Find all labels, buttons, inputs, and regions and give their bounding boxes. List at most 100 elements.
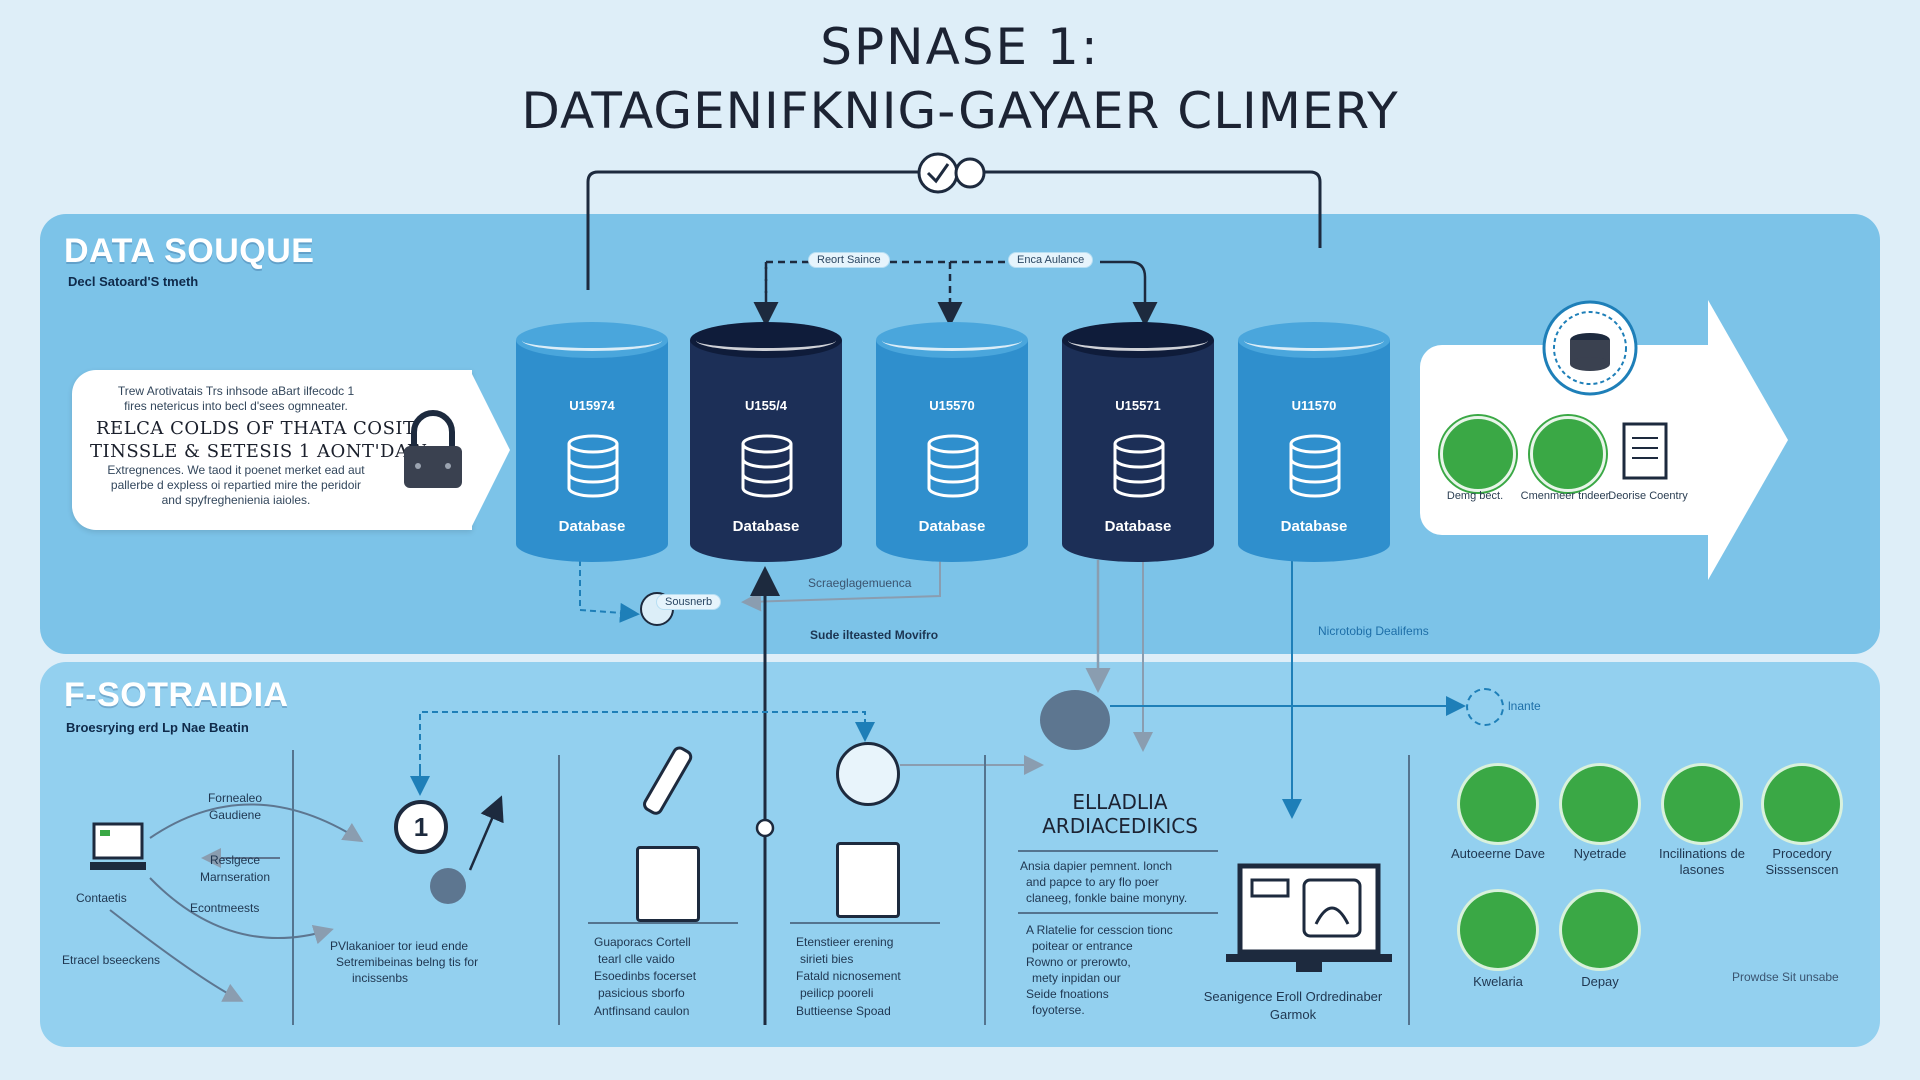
- link-target-label: lnante: [1508, 699, 1541, 713]
- col2-note-1: Guaporacs Cortell: [594, 935, 691, 949]
- flow-label-2: Reslgece Marnseration: [199, 853, 271, 884]
- output-bar-chart-icon: [1562, 766, 1638, 842]
- info-line1: Trew Arotivatais Trs inhsode aBart ilfec…: [117, 384, 355, 398]
- analytics-note-a1: Ansia dapier pemnent. lonch: [1020, 859, 1173, 873]
- analytics-title-2: ARDIACEDIKICS: [1042, 814, 1198, 838]
- col3-rule: [790, 922, 940, 924]
- output-label-4: Procedory Sisssenscen: [1765, 846, 1839, 877]
- computer-icon: [90, 822, 146, 870]
- database-id: U15571: [1115, 398, 1161, 413]
- flow-note-1: PVlakanioer tor ieud ende: [330, 939, 469, 953]
- analytics-note-b1: A Rlatelie for cesscion tionc: [1026, 923, 1173, 937]
- output-label-3: Incilinations de lasones: [1659, 846, 1745, 877]
- database-stack-icon: [1113, 434, 1165, 498]
- database-label: Database: [918, 518, 986, 535]
- database-id: U11570: [1291, 398, 1337, 413]
- database-stack-icon: [741, 434, 793, 498]
- output-keyboard-icon: [1460, 892, 1536, 968]
- monitor-icon: [1226, 863, 1392, 972]
- satellite-icon: [1040, 690, 1110, 750]
- analytics-title-1: ELLADLIA: [1072, 790, 1168, 814]
- output-grid-doc-icon: [1764, 766, 1840, 842]
- database-label: Database: [558, 518, 626, 535]
- target-panel-arrow: [1708, 300, 1788, 580]
- analytics-note-b4: mety inpidan our: [1032, 971, 1121, 985]
- col3-note-2: sirieti bies: [800, 952, 854, 966]
- col3-note-4: peilicp pooreli: [800, 986, 874, 1000]
- flow-label-1: Fornealeo Gaudiene: [207, 791, 263, 822]
- info-card-arrow: [470, 370, 510, 530]
- target-label-3: Deorise Coentry: [1608, 490, 1688, 502]
- info-line2: fires netericus into becl d'sees ogmneat…: [124, 399, 348, 413]
- connector-caption: Sude ilteasted Movifro: [810, 628, 939, 642]
- padlock-icon: [404, 410, 462, 488]
- right-caption: Nicrotobig Dealifems: [1318, 624, 1429, 638]
- analytics-note-b3: Rowno or prerowto,: [1026, 955, 1131, 969]
- flow-label-5: Etracel bseeckens: [62, 953, 161, 967]
- data-source-subtitle: Decl Satoard'S tmeth: [68, 274, 199, 289]
- database-id: U155/4: [745, 398, 787, 413]
- output-label-6: Depay: [1581, 974, 1619, 989]
- database-stack-icon: [927, 434, 979, 498]
- info-line4: pallerbe d expless oi repartied mire the…: [110, 478, 362, 492]
- page-title-line2: DATAGENIFKNIG-GAYAER CLIMERY: [521, 82, 1399, 140]
- info-heading1: RELCA COLDS OF THATA COSIT: [96, 418, 416, 439]
- target-label-1: Demg bect.: [1446, 490, 1504, 502]
- page-title-line1: SPNASE 1:: [820, 18, 1100, 76]
- flow-note-3: incissenbs: [352, 971, 409, 985]
- info-line3: Extregnences. We taod it poenet merket e…: [107, 463, 365, 477]
- col2-note-2: tearl clle vaido: [598, 952, 675, 966]
- analytics-note-a2: and papce to ary flo poer: [1026, 875, 1159, 889]
- column-divider-4: [1408, 755, 1410, 1025]
- link-target-icon: [1466, 688, 1504, 726]
- info-line5: and spyfreghenienia iaioles.: [161, 493, 311, 507]
- analytics-note-b6: foyoterse.: [1032, 1003, 1085, 1017]
- col2-note-3: Esoedinbs focerset: [594, 969, 697, 983]
- column-divider-2: [558, 755, 560, 1025]
- output-check-doc-icon-2: [1562, 892, 1638, 968]
- processing-panel: [40, 662, 1880, 1047]
- database-stack-icon: [567, 434, 619, 498]
- output-check-doc-icon: [1460, 766, 1536, 842]
- column-divider-1: [292, 750, 294, 1025]
- flow-label-3: Contaetis: [76, 891, 127, 905]
- monitor-caption-1: Seanigence Eroll Ordredinaber: [1203, 989, 1383, 1004]
- database-label: Database: [1104, 518, 1172, 535]
- report-icon: [836, 842, 900, 918]
- lightbulb-icon: [836, 742, 900, 806]
- target-equal-icon: [1440, 416, 1516, 492]
- analytics-note-b2: poitear or entrance: [1032, 939, 1133, 953]
- analytics-rule-1: [1018, 850, 1218, 852]
- info-heading2: TINSSLE & SETESIS 1 AONT'DAW: [90, 441, 427, 462]
- col2-note-4: pasicious sborfo: [598, 986, 685, 1000]
- processing-title: F-SOTRAIDIA: [64, 676, 289, 714]
- output-label-2: Nyetrade: [1573, 846, 1627, 861]
- document-icon: [636, 846, 700, 922]
- connector-pill-bottom: Sousnerb: [656, 594, 722, 610]
- database-id: U15570: [929, 398, 975, 413]
- output-label-1: Autoeerne Dave: [1451, 846, 1545, 861]
- monitor-caption-2: Garmok: [1269, 1007, 1317, 1022]
- processing-subtitle: Broesrying erd Lp Nae Beatin: [66, 720, 249, 735]
- target-document-icon: [1622, 422, 1668, 480]
- data-source-title: DATA SOUQUE: [64, 232, 315, 270]
- col3-note-5: Buttieense Spoad: [796, 1004, 891, 1018]
- output-line-chart-icon: [1664, 766, 1740, 842]
- col3-note-1: Etenstieer erening: [796, 935, 894, 949]
- analytics-note-b5: Seide fnoations: [1026, 987, 1109, 1001]
- infinity-check-icon: [917, 152, 986, 194]
- database-label: Database: [732, 518, 800, 535]
- flow-note-2: Setremibeinas belng tis for: [336, 955, 479, 969]
- database-target-icon: [1542, 300, 1638, 396]
- step-number-badge: 1: [394, 800, 448, 854]
- target-pen-icon: [1530, 416, 1606, 492]
- column-divider-3: [984, 755, 986, 1025]
- tool-icon: [643, 746, 693, 815]
- connector-pill-left: Reort Saince: [808, 252, 890, 268]
